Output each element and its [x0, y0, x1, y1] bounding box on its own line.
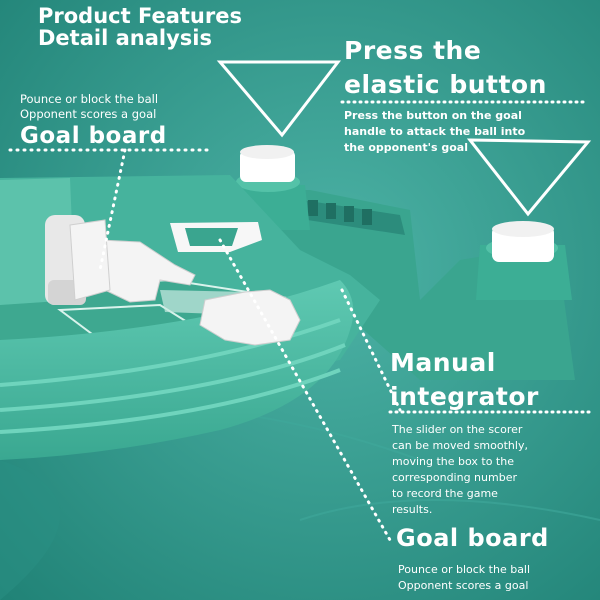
- manual-integrator-title-2: integrator: [390, 382, 539, 411]
- manual-integrator-desc-5: to record the game: [392, 487, 498, 500]
- goal-board-bottom-desc-2: Opponent scores a goal: [398, 579, 529, 592]
- elastic-button-right: [492, 221, 554, 262]
- goalkeeper-hand-right: [199, 289, 301, 346]
- goal-board-top-desc-1: Pounce or block the ball: [20, 92, 159, 106]
- manual-integrator-desc-2: can be moved smoothly,: [392, 439, 528, 452]
- elastic-button-desc-2: handle to attack the ball into: [344, 125, 526, 138]
- arrow-indicators: [216, 60, 592, 217]
- elastic-button-title-1: Press the: [344, 36, 482, 65]
- arrow-icon-2: [466, 138, 592, 217]
- goal-board-top-title: Goal board: [20, 123, 167, 149]
- manual-integrator-desc-4: corresponding number: [392, 471, 517, 484]
- elastic-button-title-2: elastic button: [344, 70, 547, 99]
- arrow-icon-1: [216, 60, 342, 138]
- elastic-button-desc-1: Press the button on the goal: [344, 109, 522, 122]
- header-line-2: Detail analysis: [38, 26, 212, 50]
- goal-board-top-desc-2: Opponent scores a goal: [20, 107, 157, 121]
- goalkeeper-hand-left: [69, 219, 196, 303]
- score-slider-box: [170, 222, 262, 252]
- manual-integrator-desc-6: results.: [392, 503, 433, 516]
- elastic-button-left: [240, 145, 295, 182]
- manual-integrator-title-1: Manual: [390, 348, 496, 377]
- manual-integrator-desc-1: The slider on the scorer: [392, 423, 523, 436]
- goal-board-bottom-desc-1: Pounce or block the ball: [398, 563, 531, 576]
- header-line-1: Product Features: [38, 4, 242, 28]
- leader-lines: [8, 148, 402, 542]
- manual-integrator-desc-3: moving the box to the: [392, 455, 514, 468]
- elastic-button-desc-3: the opponent's goal: [344, 141, 468, 154]
- goal-board-bottom-title: Goal board: [396, 524, 549, 552]
- toy-back-wall: [230, 190, 575, 380]
